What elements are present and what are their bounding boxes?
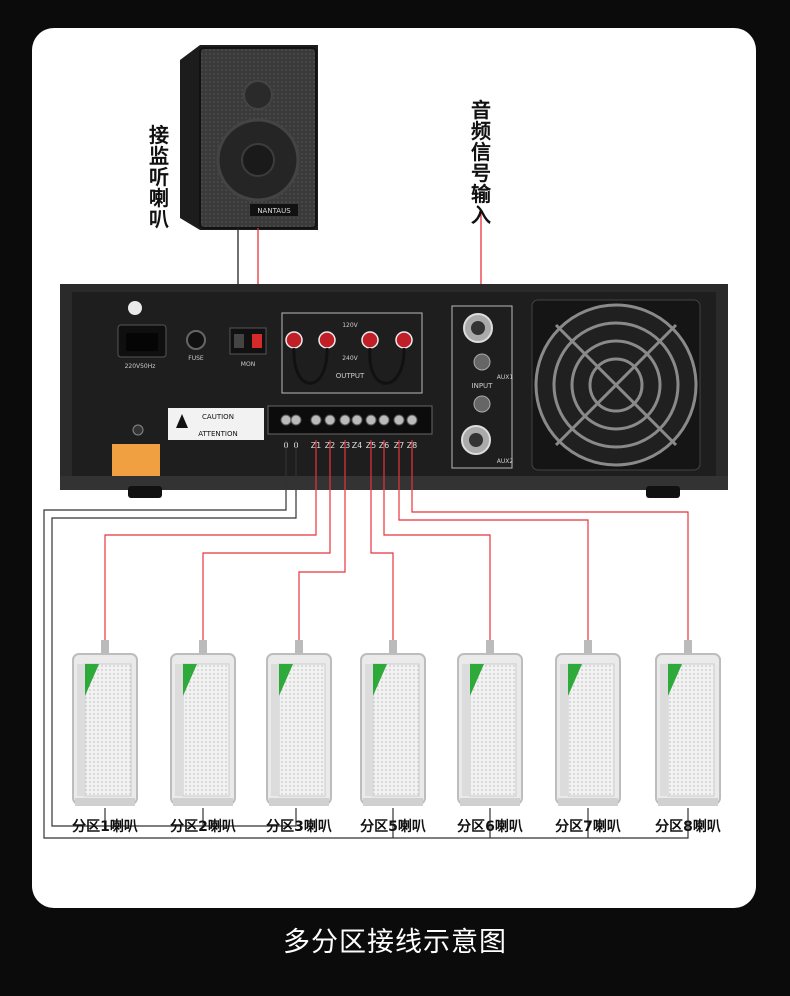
attention-label: ATTENTION: [198, 430, 237, 438]
caution-label: CAUTION: [202, 413, 234, 421]
zone-speaker: [72, 640, 138, 806]
zone-label: 分区3喇叭: [266, 819, 332, 835]
mon-label: MON: [241, 361, 255, 368]
zone-speaker: [170, 640, 236, 806]
zone-label: 分区2喇叭: [170, 819, 236, 835]
zone-speaker: [266, 640, 332, 806]
terminal-screw: [365, 414, 377, 426]
fuse-label: FUSE: [188, 355, 204, 362]
voltage-120-label: 120V: [342, 322, 358, 329]
terminal-screw: [280, 414, 292, 426]
monitor-speaker-brand: NANTAUS: [257, 207, 291, 215]
zone-speaker: [360, 640, 426, 806]
zone-label: 分区8喇叭: [655, 819, 721, 835]
terminal-screw: [310, 414, 322, 426]
monitor-speaker: NANTAUS: [180, 45, 318, 230]
terminal-screw: [351, 414, 363, 426]
output-label: OUTPUT: [336, 372, 365, 380]
terminal-screw: [378, 414, 390, 426]
terminal-screw: [339, 414, 351, 426]
zone-label: 分区6喇叭: [457, 819, 523, 835]
zone-label: 分区7喇叭: [555, 819, 621, 835]
terminal-label: Z4: [352, 441, 363, 450]
voltage-240-label: 240V: [342, 355, 358, 362]
audio-input-label: 音频信号输入: [471, 98, 491, 227]
terminal-screw: [393, 414, 405, 426]
power-label: 220V50Hz: [125, 363, 156, 370]
zone-speaker: [555, 640, 621, 806]
zone-wires: [43, 440, 689, 839]
zone-label: 分区1喇叭: [72, 819, 138, 835]
aux1-label: AUX1: [497, 374, 514, 381]
zone-speaker: [457, 640, 523, 806]
terminal-screw: [290, 414, 302, 426]
amplifier-rear-panel: 220V50Hz FUSE MON 120V 240V OUTPUT AUX1 …: [60, 284, 728, 498]
monitor-speaker-label: 接监听喇叭: [149, 123, 169, 231]
zone-speaker: [655, 640, 721, 806]
terminal-screw: [406, 414, 418, 426]
zone-label: 分区5喇叭: [360, 819, 426, 835]
aux2-label: AUX2: [497, 458, 514, 465]
input-label: INPUT: [472, 382, 494, 390]
terminal-screw: [324, 414, 336, 426]
cooling-fan: [531, 299, 701, 471]
diagram-caption: 多分区接线示意图: [283, 927, 507, 958]
